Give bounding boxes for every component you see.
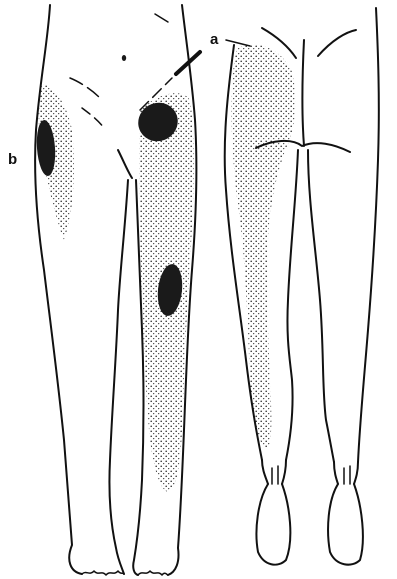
back-leg-stipple-area [231,45,295,448]
back-right-ankle [334,462,338,484]
back-left-ankle-inner [282,460,286,484]
back-right-leg-inner-outline [308,150,334,462]
label-a: a [210,31,219,48]
front-right-groin-crease [70,78,100,98]
front-abdomen-mark [155,14,168,22]
front-crotch-line [118,150,132,178]
label-b: b [8,151,17,168]
back-right-heel-line [344,466,350,484]
front-left-foot-toes [138,571,168,575]
back-right-buttock-top [318,30,356,56]
back-view [225,8,379,565]
navel-mark [122,55,126,61]
back-gluteal-cleft [303,40,305,146]
back-left-heel-line [272,466,278,484]
front-right-groin-crease-2 [82,108,104,128]
front-right-foot-toes [82,571,124,575]
back-right-foot [328,484,363,565]
back-left-ankle [262,460,268,484]
back-waist-mark [226,40,250,46]
back-left-leg-inner-outline [286,150,298,460]
front-right-leg-inner-outline [109,180,128,574]
front-view [35,5,200,575]
back-right-leg-outer-outline [358,8,379,462]
back-right-ankle-inner [354,462,358,484]
back-left-foot [256,484,290,565]
